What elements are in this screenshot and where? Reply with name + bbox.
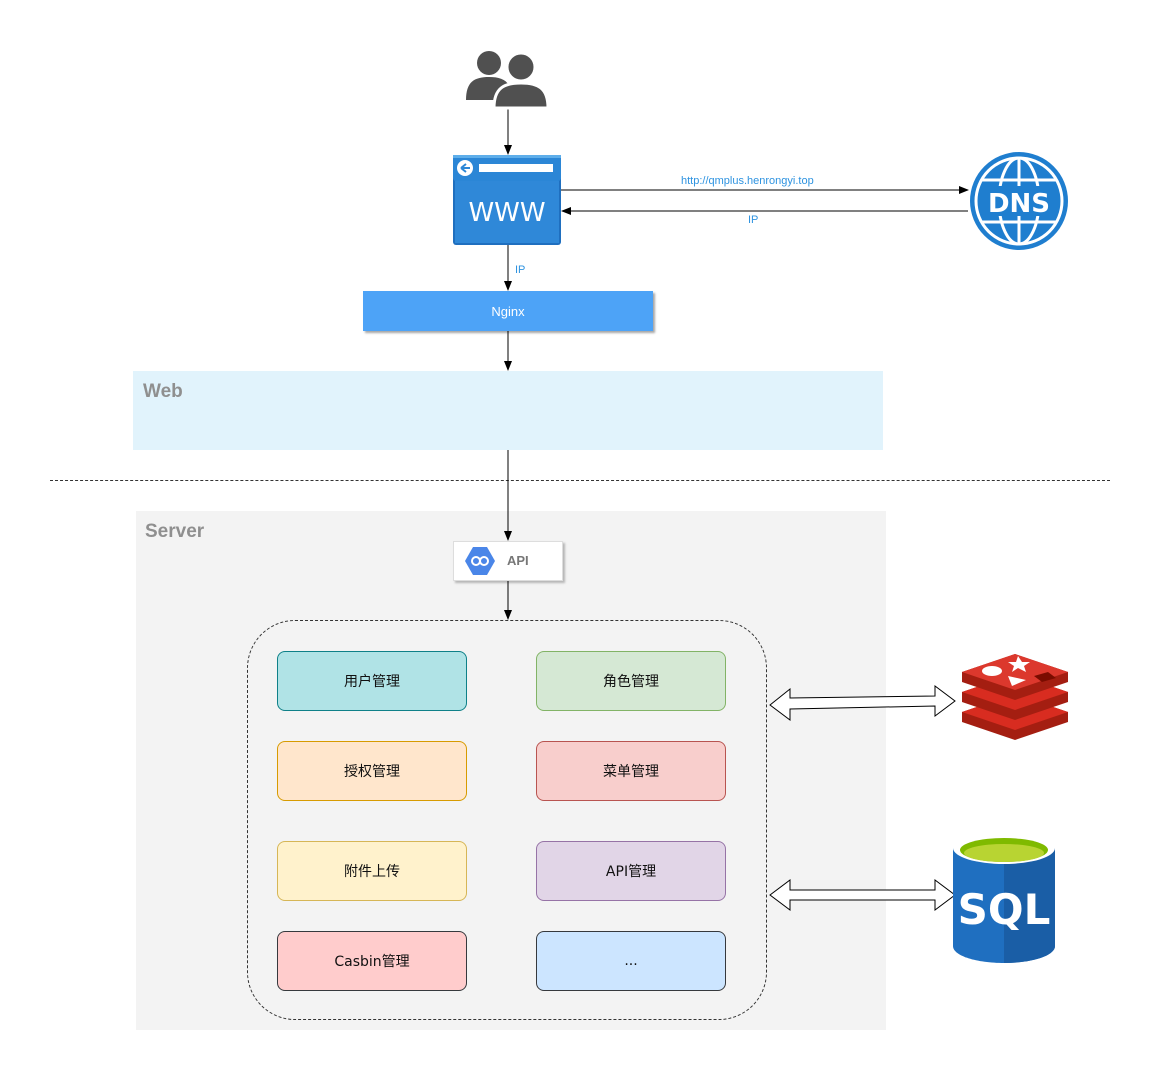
module-label: 用户管理 <box>344 674 400 690</box>
dns-to-browser-label: IP <box>748 214 759 226</box>
nginx-label: Nginx <box>491 303 525 319</box>
module-api-management: API管理 <box>536 841 726 901</box>
browser-www-icon: WWW <box>453 155 561 245</box>
dns-text: DNS <box>988 189 1050 219</box>
browser-to-nginx-label: IP <box>515 264 526 276</box>
modules-redis-double-arrow <box>769 685 956 721</box>
nginx-node: Nginx <box>363 291 653 331</box>
module-label: Casbin管理 <box>334 954 410 970</box>
api-label: API <box>507 553 529 568</box>
users-icon <box>466 51 550 110</box>
module-label: API管理 <box>605 864 657 880</box>
modules-sql-double-arrow <box>769 879 956 911</box>
module-label: 附件上传 <box>344 864 400 880</box>
module-label: ... <box>624 953 638 969</box>
module-attachment-upload: 附件上传 <box>277 841 467 901</box>
tier-separator <box>50 480 1110 481</box>
module-user-management: 用户管理 <box>277 651 467 711</box>
web-zone-title: Web <box>143 381 183 402</box>
module-menu-management: 菜单管理 <box>536 741 726 801</box>
module-casbin-management: Casbin管理 <box>277 931 467 991</box>
module-authorization-management: 授权管理 <box>277 741 467 801</box>
server-zone <box>136 511 886 1030</box>
module-group <box>247 620 767 1020</box>
browser-to-dns-label: http://qmplus.henrongyi.top <box>681 175 814 187</box>
module-more: ... <box>536 931 726 991</box>
sql-database-icon: SQL <box>953 832 1055 963</box>
server-zone-title: Server <box>145 521 205 542</box>
browser-www-text: WWW <box>468 198 545 228</box>
module-label: 授权管理 <box>344 764 400 780</box>
module-label: 菜单管理 <box>603 764 659 780</box>
api-endpoints-icon <box>465 547 495 575</box>
sql-text: SQL <box>958 885 1051 934</box>
module-role-management: 角色管理 <box>536 651 726 711</box>
dns-globe-icon: DNS <box>970 152 1068 250</box>
module-label: 角色管理 <box>603 674 659 690</box>
redis-icon <box>962 654 1068 740</box>
web-zone <box>133 371 883 450</box>
